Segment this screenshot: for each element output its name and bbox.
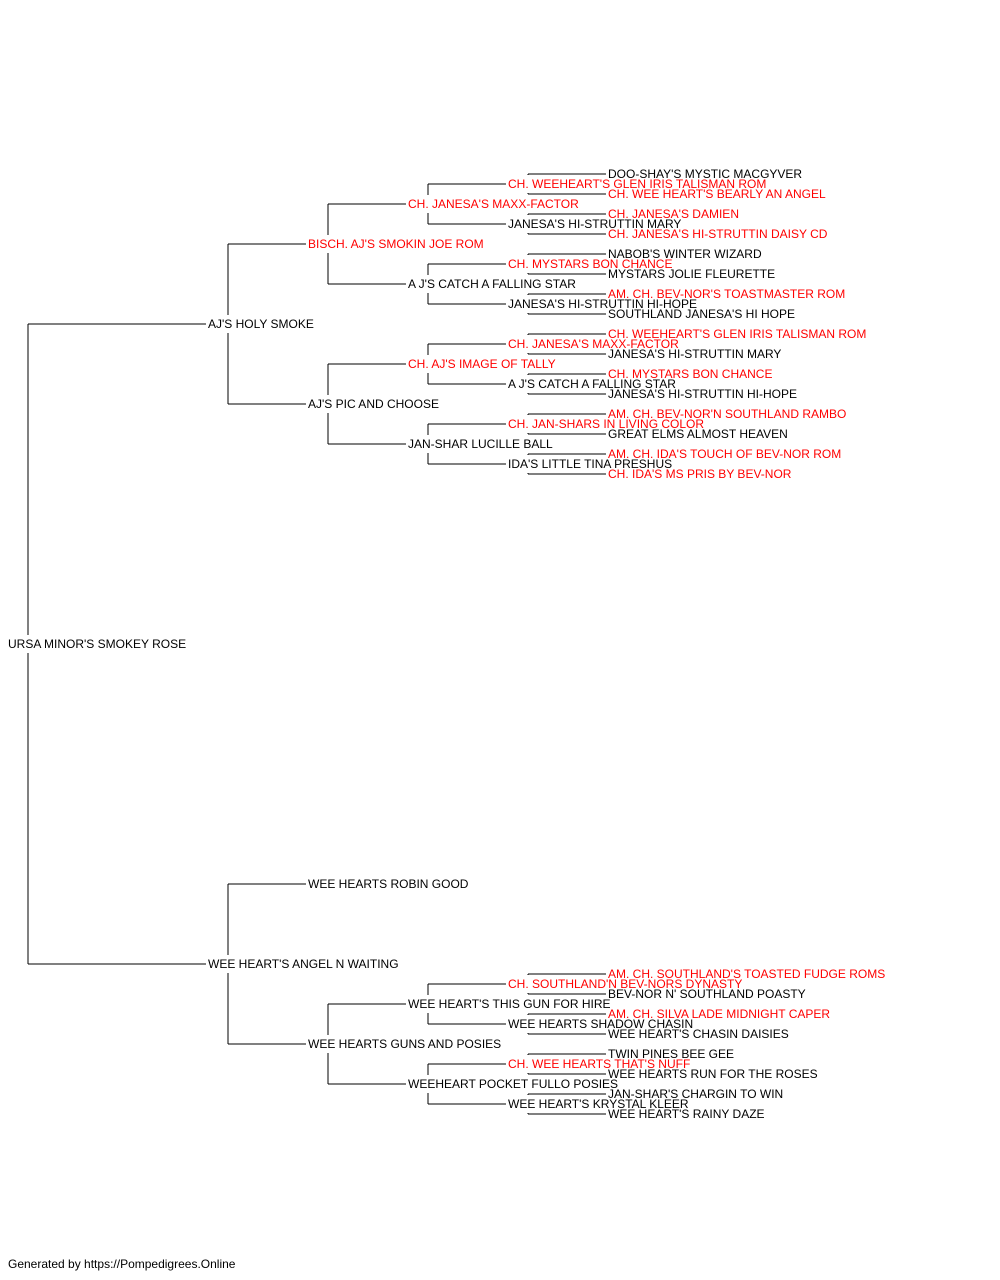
dog-name: JANESA'S HI-STRUTTIN HI-HOPE [508,297,697,311]
dog-name: CH. MYSTARS BON CHANCE [608,367,772,381]
dog-name: DOO-SHAY'S MYSTIC MACGYVER [608,167,802,181]
dog-name: WEE HEART'S RAINY DAZE [608,1107,765,1121]
pedigree-tree: URSA MINOR'S SMOKEY ROSE AJ'S HOLY SMOKE B… [8,167,885,1121]
dog-name: AM. CH. BEV-NOR'N SOUTHLAND RAMBO [608,407,846,421]
dog-name: CH. JANESA'S MAXX-FACTOR [408,197,579,211]
dog-name: WEE HEART'S KRYSTAL KLEER [508,1097,689,1111]
dog-name: CH. SOUTHLAND'N BEV-NORS DYNASTY [508,977,742,991]
dog-name: CH. MYSTARS BON CHANCE [508,257,672,271]
dog-name: AM. CH. SOUTHLAND'S TOASTED FUDGE ROMS [608,967,885,981]
dog-name: CH. JANESA'S HI-STRUTTIN DAISY CD [608,227,828,241]
dog-name: AJ'S PIC AND CHOOSE [308,397,439,411]
dog-name: MYSTARS JOLIE FLEURETTE [608,267,775,281]
footer-credit: Generated by https://Pompedigrees.Online [8,1257,236,1271]
dog-name: CH. IDA'S MS PRIS BY BEV-NOR [608,467,792,481]
dog-name: AJ'S HOLY SMOKE [208,317,314,331]
dog-name: BISCH. AJ'S SMOKIN JOE ROM [308,237,484,251]
dog-name: WEE HEART'S THIS GUN FOR HIRE [408,997,611,1011]
dog-name: CH. AJ'S IMAGE OF TALLY [408,357,556,371]
dog-name: JAN-SHAR'S CHARGIN TO WIN [608,1087,783,1101]
dog-name: A J'S CATCH A FALLING STAR [408,277,576,291]
dog-name: JANESA'S HI-STRUTTIN MARY [508,217,681,231]
dog-name: NABOB'S WINTER WIZARD [608,247,762,261]
dog-name: TWIN PINES BEE GEE [608,1047,734,1061]
dog-name: CH. JANESA'S DAMIEN [608,207,739,221]
dog-name: WEE HEART'S ANGEL N WAITING [208,957,399,971]
dog-name: CH. JAN-SHARS IN LIVING COLOR [508,417,704,431]
dog-name: BEV-NOR N' SOUTHLAND POASTY [608,987,806,1001]
dog-name: WEEHEART POCKET FULLO POSIES [408,1077,618,1091]
dog-name: AM. CH. IDA'S TOUCH OF BEV-NOR ROM [608,447,841,461]
dog-name: WEE HEARTS SHADOW CHASIN [508,1017,693,1031]
dog-name: JANESA'S HI-STRUTTIN HI-HOPE [608,387,797,401]
dog-name: CH. WEEHEART'S GLEN IRIS TALISMAN ROM [608,327,866,341]
dog-name: JANESA'S HI-STRUTTIN MARY [608,347,781,361]
dog-name: AM. CH. BEV-NOR'S TOASTMASTER ROM [608,287,845,301]
dog-name: CH. WEE HEART'S BEARLY AN ANGEL [608,187,826,201]
dog-name: IDA'S LITTLE TINA PRESHUS [508,457,672,471]
dog-name: URSA MINOR'S SMOKEY ROSE [8,637,186,651]
dog-name: WEE HEARTS RUN FOR THE ROSES [608,1067,818,1081]
dog-name: CH. WEEHEART'S GLEN IRIS TALISMAN ROM [508,177,766,191]
dog-name: JAN-SHAR LUCILLE BALL [408,437,553,451]
dog-name: A J'S CATCH A FALLING STAR [508,377,676,391]
dog-name: WEE HEART'S CHASIN DAISIES [608,1027,789,1041]
dog-name: CH. WEE HEARTS THAT'S NUFF [508,1057,690,1071]
dog-name: SOUTHLAND JANESA'S HI HOPE [608,307,795,321]
dog-name: CH. JANESA'S MAXX-FACTOR [508,337,679,351]
dog-name: WEE HEARTS ROBIN GOOD [308,877,469,891]
dog-name: GREAT ELMS ALMOST HEAVEN [608,427,788,441]
dog-name: AM. CH. SILVA LADE MIDNIGHT CAPER [608,1007,830,1021]
dog-name: WEE HEARTS GUNS AND POSIES [308,1037,501,1051]
